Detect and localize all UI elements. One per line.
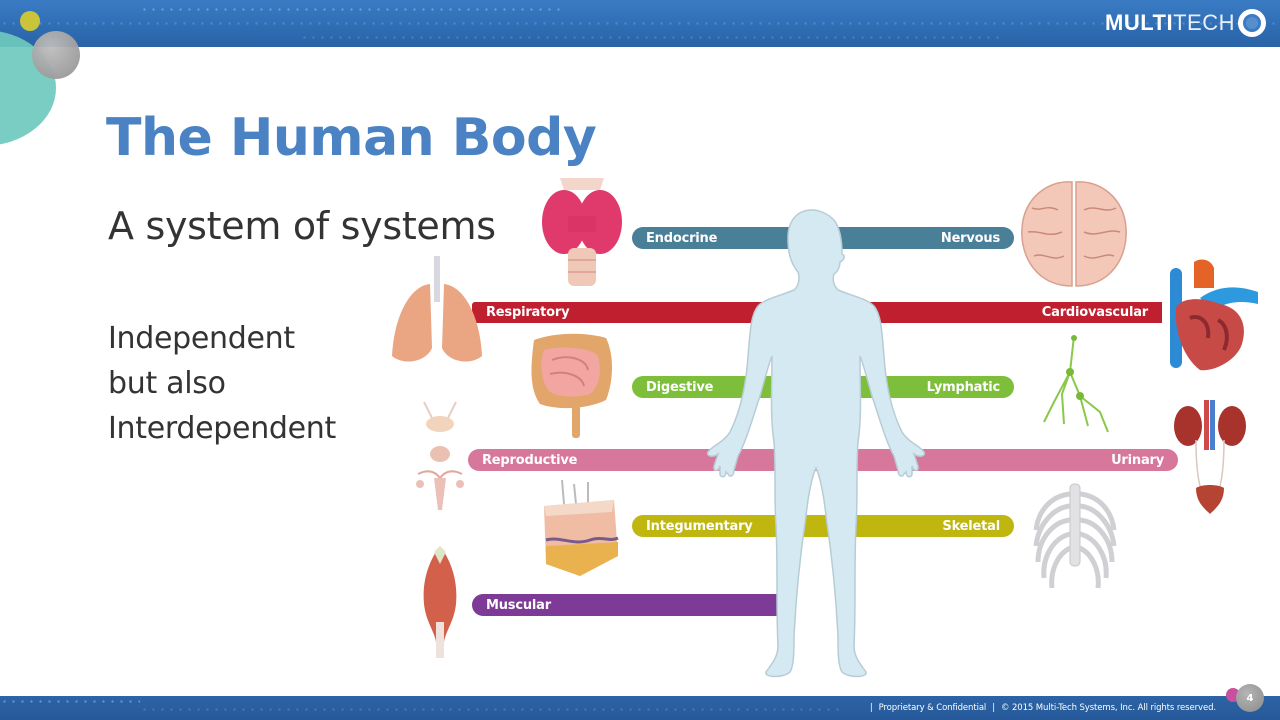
intestines-icon	[531, 333, 612, 438]
label-endocrine: Endocrine	[646, 230, 718, 246]
ribcage-icon	[1033, 483, 1117, 589]
lymph-nodes-icon	[1043, 335, 1109, 433]
body-line: Independent	[108, 321, 295, 356]
thyroid-icon	[542, 178, 622, 286]
label-digestive: Digestive	[646, 379, 714, 395]
decorative-dots	[140, 708, 840, 711]
label-nervous: Nervous	[940, 230, 1000, 246]
decorative-circle-yellow	[20, 11, 40, 31]
bottom-banner: |Proprietary & Confidential|© 2015 Multi…	[0, 696, 1280, 720]
decorative-dots	[300, 36, 1000, 39]
page-number-badge: 4	[1236, 684, 1264, 712]
logo-ring-icon	[1238, 9, 1266, 37]
label-integumentary: Integumentary	[646, 518, 753, 534]
skin-icon	[544, 480, 619, 576]
bar-integumentary-skeletal: Integumentary Skeletal	[632, 515, 1014, 537]
decorative-circle-grey	[32, 31, 80, 79]
decorative-dots	[0, 22, 1280, 25]
slide-body: Independent but also Interdependent	[108, 316, 336, 451]
top-banner: MULTITECH	[0, 0, 1280, 47]
label-respiratory: Respiratory	[486, 305, 570, 320]
heart-icon	[1170, 259, 1258, 371]
body-systems-diagram: Endocrine Nervous Respiratory Cardiovasc…	[380, 170, 1280, 680]
brain-icon	[1021, 181, 1127, 287]
footer-proprietary: Proprietary & Confidential	[878, 703, 987, 713]
body-line: Interdependent	[108, 411, 336, 446]
footer-text: |Proprietary & Confidential|© 2015 Multi…	[869, 703, 1216, 713]
human-silhouette	[706, 209, 926, 678]
label-muscular: Muscular	[486, 597, 551, 613]
label-cardiovascular: Cardiovascular	[1041, 305, 1148, 320]
slide-subtitle: A system of systems	[108, 204, 496, 248]
logo-text: MULTITECH	[1105, 10, 1235, 35]
slide-title: The Human Body	[106, 108, 597, 168]
reproductive-organs-icon	[416, 401, 464, 510]
label-reproductive: Reproductive	[482, 452, 578, 468]
bar-muscular: Muscular	[472, 594, 792, 616]
decorative-dots	[140, 8, 560, 11]
footer-copyright: © 2015 Multi-Tech Systems, Inc. All righ…	[1000, 703, 1216, 713]
muscle-icon	[423, 546, 457, 658]
label-urinary: Urinary	[1111, 452, 1164, 468]
label-skeletal: Skeletal	[942, 518, 1000, 534]
body-line: but also	[108, 366, 226, 401]
lungs-icon	[392, 256, 482, 362]
label-lymphatic: Lymphatic	[926, 379, 1001, 395]
multitech-logo: MULTITECH	[1105, 7, 1266, 39]
decorative-dots	[0, 700, 140, 703]
kidneys-icon	[1174, 400, 1246, 514]
